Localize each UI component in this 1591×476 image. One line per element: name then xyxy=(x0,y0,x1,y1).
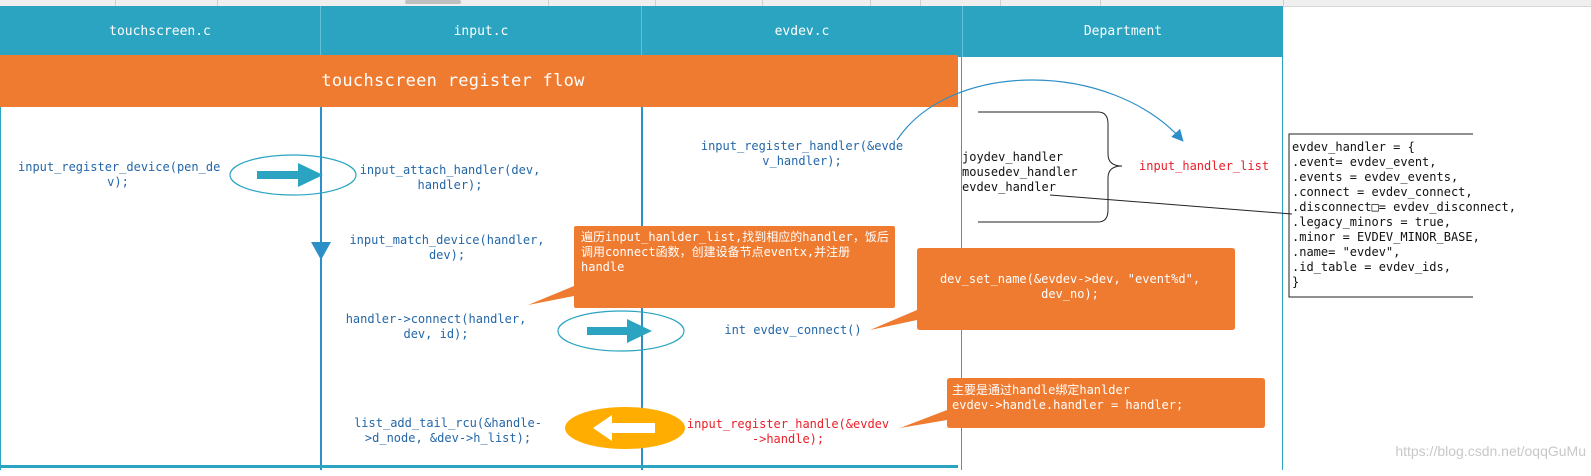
lane-divider-input xyxy=(320,107,322,470)
struct-line: } xyxy=(1292,275,1300,289)
handler-mousedev: mousedev_handler xyxy=(962,165,1078,179)
struct-box-border xyxy=(1288,133,1473,298)
bottom-border xyxy=(0,465,958,468)
callout-setname-shape xyxy=(870,248,1235,330)
lane-header-department: Department xyxy=(1083,24,1163,39)
flow-title-banner: touchscreen register flow xyxy=(0,55,958,107)
header-divider xyxy=(320,6,321,57)
callout-traverse-text: 遍历input_hanlder_list,找到相应的handler，饭后 调用c… xyxy=(581,230,889,274)
strip-divider xyxy=(1283,0,1284,6)
lane-header-touchscreen: touchscreen.c xyxy=(109,24,211,39)
callout-traverse-shape xyxy=(528,226,895,308)
struct-line: .name= "evdev", xyxy=(1292,245,1401,259)
strip-divider xyxy=(870,0,871,6)
callout-setname-text: dev_set_name(&evdev->dev, "event%d", dev… xyxy=(939,272,1201,301)
step-evdev-connect: int evdev_connect() xyxy=(724,323,862,337)
struct-connector-line xyxy=(1049,194,1293,215)
struct-line: .events = evdev_events, xyxy=(1292,170,1459,184)
step-register-handle: input_register_handle(&evdev ->handle); xyxy=(686,417,890,446)
callout-bind-text: 主要是通过handle绑定hanlder evdev->handle.handl… xyxy=(952,383,1184,412)
struct-line: .disconnect□= evdev_disconnect, xyxy=(1292,200,1516,214)
callout-bind-shape xyxy=(900,378,1265,428)
header-divider xyxy=(962,6,963,57)
strip-divider xyxy=(217,0,218,6)
struct-line: .connect = evdev_connect, xyxy=(1292,185,1473,199)
watermark-text: https://blog.csdn.net/oqqGuMu xyxy=(1395,443,1586,459)
step-match-device: input_match_device(handler, dev); xyxy=(349,233,545,262)
arrow-right-ellipse-2 xyxy=(557,310,685,352)
struct-line: evdev_handler = { xyxy=(1292,140,1415,154)
strip-divider xyxy=(920,0,921,6)
evdev-handler-struct: evdev_handler = { .event= evdev_event, .… xyxy=(1292,140,1516,290)
register-handler-curve-arrow xyxy=(896,79,1184,142)
lane-header-input: input.c xyxy=(453,24,509,39)
lane-border-right xyxy=(1282,57,1283,470)
strip-divider xyxy=(115,0,116,6)
lane-border-left xyxy=(0,107,1,470)
struct-line: .event= evdev_event, xyxy=(1292,155,1437,169)
swimlane-header: touchscreen.c input.c evdev.c Department xyxy=(0,6,1283,57)
handler-joydev: joydev_handler xyxy=(962,150,1064,164)
scroll-thumb[interactable] xyxy=(405,0,461,4)
step-handler-connect: handler->connect(handler, dev, id); xyxy=(345,312,527,341)
arrow-left-orange xyxy=(565,407,685,449)
strip-divider xyxy=(1000,0,1001,6)
input-handler-list-label: input_handler_list xyxy=(1139,159,1270,173)
strip-divider xyxy=(655,0,656,6)
struct-line: .id_table = evdev_ids, xyxy=(1292,260,1451,274)
step-register-handler: input_register_handler(&evde v_handler); xyxy=(700,139,904,168)
struct-line: .legacy_minors = true, xyxy=(1292,215,1451,229)
handler-evdev: evdev_handler xyxy=(962,180,1056,194)
step-attach-handler: input_attach_handler(dev, handler); xyxy=(359,163,541,192)
flow-title: touchscreen register flow xyxy=(321,71,585,91)
header-divider xyxy=(641,6,642,57)
strip-divider xyxy=(548,0,549,6)
lane-header-evdev: evdev.c xyxy=(774,24,830,39)
handler-list-items: joydev_handler mousedev_handler evdev_ha… xyxy=(962,150,1082,195)
handler-brace xyxy=(978,111,1123,223)
strip-divider xyxy=(1100,0,1101,6)
arrow-right-ellipse-1 xyxy=(229,154,357,196)
struct-line: .minor = EVDEV_MINOR_BASE, xyxy=(1292,230,1480,244)
step-register-device: input_register_device(pen_de v); xyxy=(18,160,221,189)
step-list-add-tail: list_add_tail_rcu(&handle- >d_node, &dev… xyxy=(354,416,542,445)
down-arrow-marker xyxy=(311,242,331,260)
strip-divider xyxy=(762,0,763,6)
